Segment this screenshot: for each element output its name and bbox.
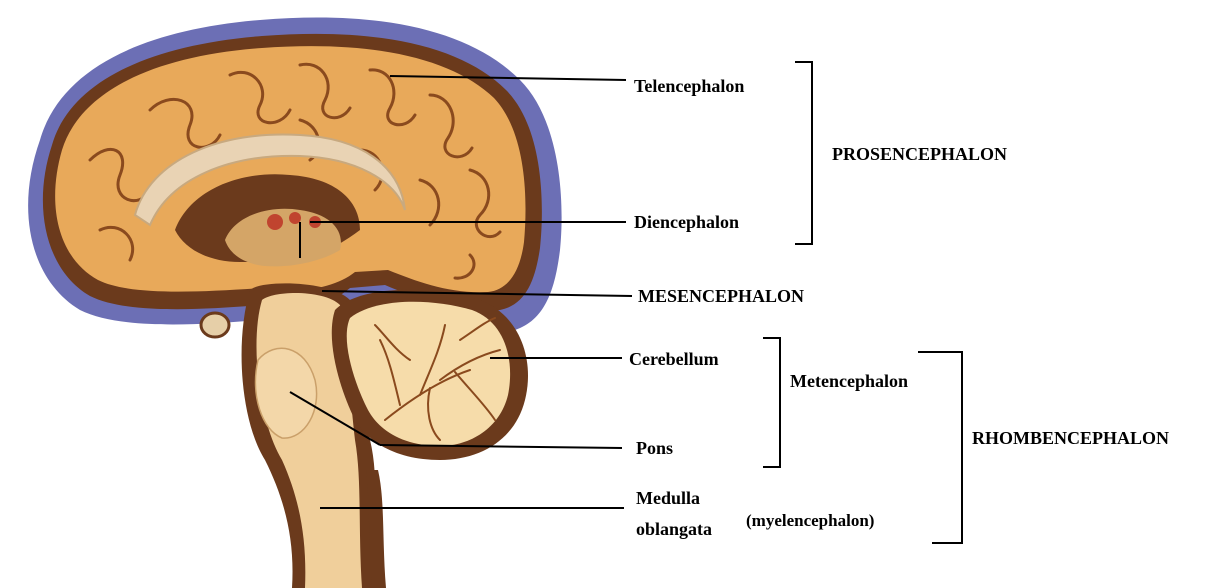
- label-diencephalon: Diencephalon: [634, 213, 739, 231]
- label-medulla-line1: Medulla: [636, 489, 700, 507]
- label-metencephalon: Metencephalon: [790, 372, 908, 390]
- label-pons: Pons: [636, 439, 673, 457]
- choroid-plexus: [267, 214, 283, 230]
- label-myelencephalon: (myelencephalon): [746, 512, 874, 529]
- label-rhombencephalon: RHOMBENCEPHALON: [972, 429, 1169, 447]
- rhombencephalon-bracket: [918, 352, 962, 543]
- label-telencephalon: Telencephalon: [634, 77, 744, 95]
- metencephalon-bracket: [763, 338, 780, 467]
- label-mesencephalon: MESENCEPHALON: [638, 287, 804, 305]
- label-prosencephalon: PROSENCEPHALON: [832, 145, 1007, 163]
- label-cerebellum: Cerebellum: [629, 350, 719, 368]
- prosencephalon-bracket: [795, 62, 812, 244]
- pituitary: [201, 313, 229, 337]
- label-medulla-line2: oblangata: [636, 520, 712, 538]
